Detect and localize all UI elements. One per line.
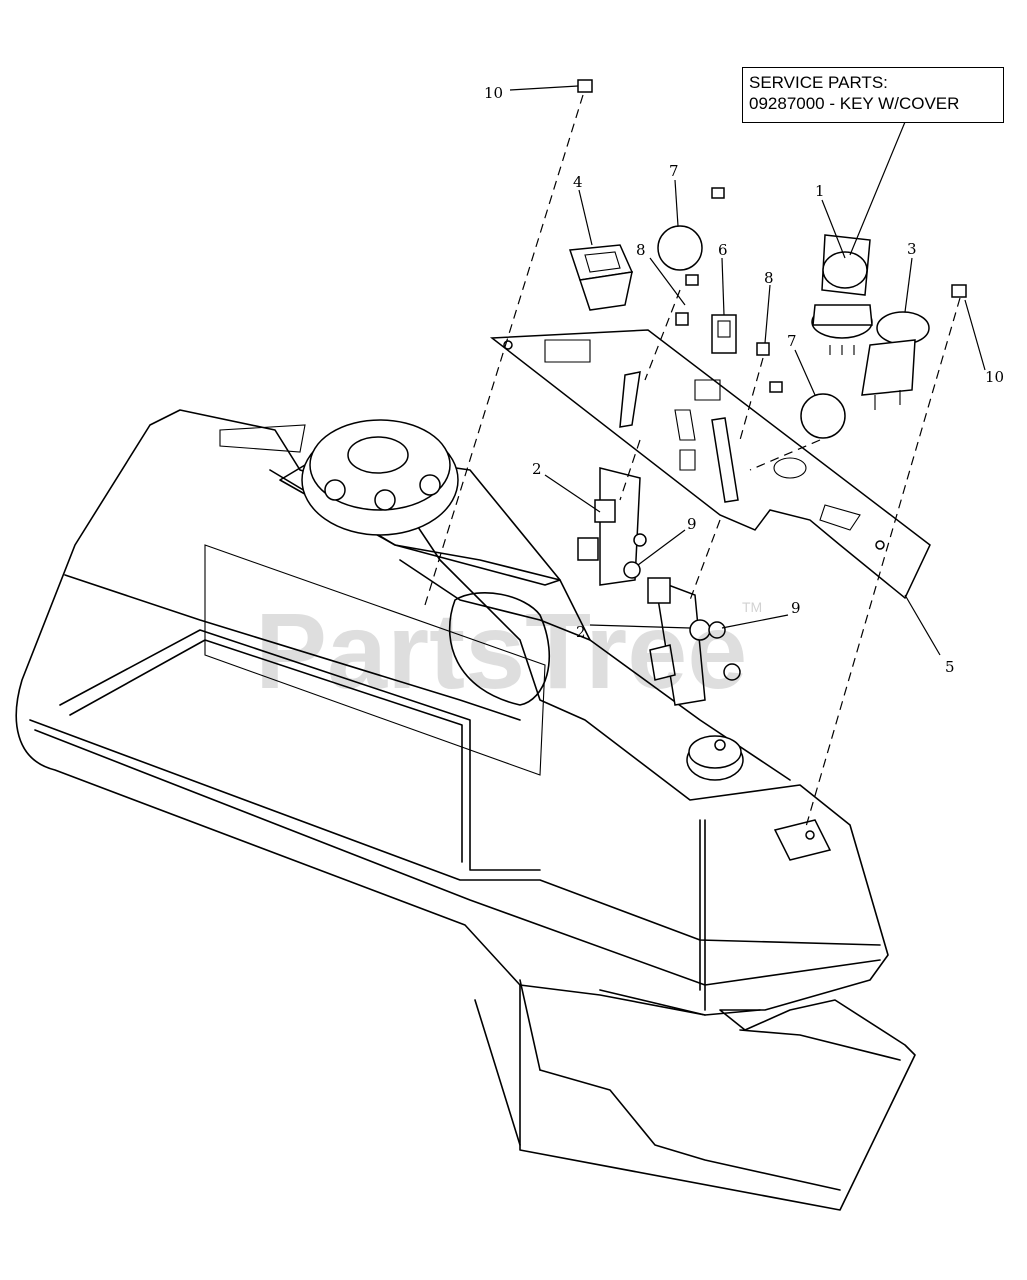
callout-6: 6 bbox=[718, 241, 728, 259]
toggle-switch bbox=[711, 314, 737, 354]
nut-9-lower bbox=[708, 621, 726, 639]
screws bbox=[619, 187, 783, 503]
bolt-10-left bbox=[577, 79, 593, 93]
callout-2-upper: 2 bbox=[532, 460, 542, 478]
hole-plug-lower bbox=[800, 393, 846, 439]
nut-lower bbox=[723, 663, 741, 681]
hole-plug-upper bbox=[657, 225, 703, 271]
bolt-10-right bbox=[951, 284, 967, 298]
alignment-lines bbox=[424, 94, 961, 831]
callout-2-lower: 2 bbox=[576, 623, 586, 641]
callout-10-right: 10 bbox=[985, 368, 1004, 386]
oil-fill-cap bbox=[686, 735, 744, 781]
tank-mount-tab bbox=[773, 819, 832, 861]
callout-9-lower: 9 bbox=[791, 599, 801, 617]
service-parts-item: 09287000 - KEY W/COVER bbox=[749, 94, 960, 113]
fuel-cap bbox=[279, 419, 561, 581]
callout-9-upper: 9 bbox=[687, 515, 697, 533]
callout-5: 5 bbox=[945, 658, 955, 676]
control-panel-plate bbox=[489, 329, 931, 600]
interlock-switch-upper bbox=[577, 467, 641, 586]
nut-mid bbox=[633, 533, 647, 547]
watermark-text: PartsTree bbox=[255, 590, 747, 711]
hour-meter bbox=[568, 244, 634, 311]
callout-4: 4 bbox=[573, 173, 583, 191]
callout-7-upper: 7 bbox=[669, 162, 679, 180]
callout-10-left: 10 bbox=[484, 84, 503, 102]
callout-7-lower: 7 bbox=[787, 332, 797, 350]
leader-lines bbox=[509, 85, 986, 656]
callout-3: 3 bbox=[907, 240, 917, 258]
callout-8-left: 8 bbox=[636, 241, 646, 259]
pto-switch bbox=[861, 311, 930, 410]
callout-1: 1 bbox=[815, 182, 825, 200]
nut-9-upper bbox=[623, 561, 641, 579]
watermark-trademark: TM bbox=[742, 599, 762, 615]
ignition-switch bbox=[811, 234, 873, 355]
service-parts-box: SERVICE PARTS: 09287000 - KEY W/COVER bbox=[742, 67, 1004, 123]
interlock-switch-lower bbox=[647, 577, 711, 706]
fuel-tank bbox=[15, 409, 916, 1211]
service-parts-heading: SERVICE PARTS: bbox=[749, 73, 888, 92]
callout-8-right: 8 bbox=[764, 269, 774, 287]
